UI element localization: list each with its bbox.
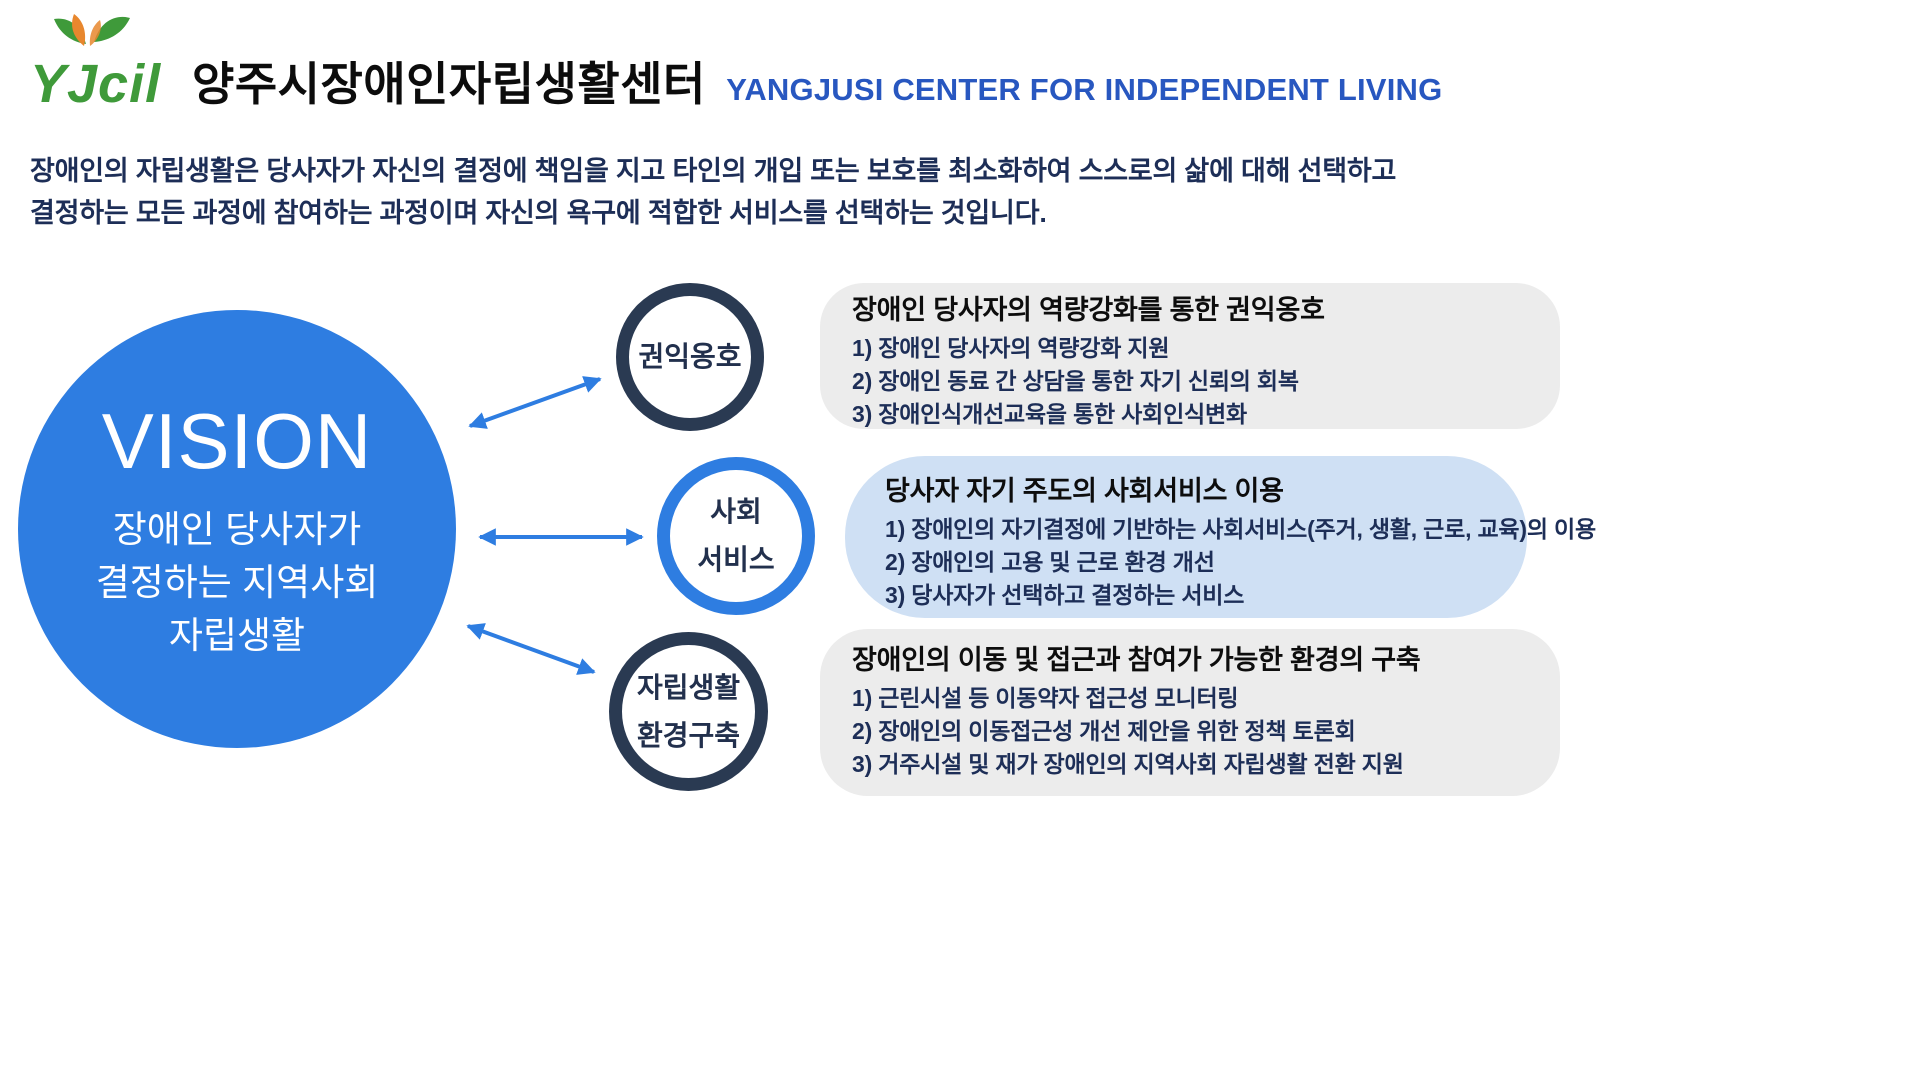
vision-line-2: 결정하는 지역사회: [95, 562, 379, 603]
goal-box-environment-title: 장애인의 이동 및 접근과 참여가 가능한 환경의 구축: [852, 645, 1421, 675]
goal-box-advocacy-item-2: 2) 장애인 동료 간 상담을 통한 자기 신뢰의 회복: [852, 368, 1299, 394]
vision-title: VISION: [101, 397, 373, 485]
goal-circle-advocacy: 권익옹호: [616, 283, 764, 431]
vision-line-3: 자립생활: [168, 615, 306, 656]
vision-line-1: 장애인 당사자가: [112, 509, 362, 550]
goal-box-environment-item-1: 1) 근린시설 등 이동약자 접근성 모니터링: [852, 685, 1239, 711]
goal-circle-social-service-label-1: 사회: [710, 496, 762, 527]
center-title-english: YANGJUSI CENTER FOR INDEPENDENT LIVING: [726, 72, 1443, 107]
goal-circle-environment-label-1: 자립생활: [636, 671, 741, 703]
goal-box-advocacy-item-1: 1) 장애인 당사자의 역량강화 지원: [852, 335, 1170, 361]
intro-line-1: 장애인의 자립생활은 당사자가 자신의 결정에 책임을 지고 타인의 개입 또는…: [30, 156, 1397, 186]
logo-text: YJcil: [30, 54, 161, 114]
double-arrow-environment: [466, 623, 596, 675]
goal-box-social-service-item-2: 2) 장애인의 고용 및 근로 환경 개선: [885, 549, 1215, 575]
goal-box-environment: 장애인의 이동 및 접근과 참여가 가능한 환경의 구축 1) 근린시설 등 이…: [820, 629, 1560, 796]
yjcil-logo-graphic: YJcil: [30, 14, 161, 114]
goal-box-advocacy-item-3: 3) 장애인식개선교육을 통한 사회인식변화: [852, 401, 1247, 427]
yjcil-logo: YJcil: [26, 8, 191, 118]
intro-paragraph: 장애인의 자립생활은 당사자가 자신의 결정에 책임을 지고 타인의 개입 또는…: [30, 150, 1396, 234]
goal-circle-social-service-label-2: 서비스: [697, 544, 775, 575]
vision-circle: VISION 장애인 당사자가 결정하는 지역사회 자립생활: [18, 310, 456, 748]
goal-box-social-service: 당사자 자기 주도의 사회서비스 이용 1) 장애인의 자기결정에 기반하는 사…: [845, 456, 1596, 618]
logo-sprout-icon: [54, 14, 130, 46]
goal-box-social-service-item-1: 1) 장애인의 자기결정에 기반하는 사회서비스(주거, 생활, 근로, 교육)…: [885, 516, 1596, 542]
goal-circle-environment-label-2: 환경구축: [636, 719, 741, 751]
goal-box-social-service-item-3: 3) 당사자가 선택하고 결정하는 서비스: [885, 582, 1245, 608]
goal-circle-environment: 자립생활 환경구축: [609, 632, 768, 791]
double-arrow-advocacy: [468, 376, 602, 429]
goal-box-environment-item-2: 2) 장애인의 이동접근성 개선 제안을 위한 정책 토론회: [852, 718, 1356, 744]
intro-line-2: 결정하는 모든 과정에 참여하는 과정이며 자신의 욕구에 적합한 서비스를 선…: [30, 198, 1047, 228]
header-titles: 양주시장애인자립생활센터 YANGJUSI CENTER FOR INDEPEN…: [192, 48, 1442, 114]
goal-box-social-service-title: 당사자 자기 주도의 사회서비스 이용: [885, 476, 1284, 506]
goal-circle-social-service: 사회 서비스: [657, 457, 815, 615]
goal-box-advocacy-title: 장애인 당사자의 역량강화를 통한 권익옹호: [852, 295, 1325, 325]
center-title-korean: 양주시장애인자립생활센터: [192, 58, 706, 110]
goal-box-environment-item-3: 3) 거주시설 및 재가 장애인의 지역사회 자립생활 전환 지원: [852, 751, 1404, 777]
goal-circle-advocacy-label: 권익옹호: [638, 341, 742, 372]
goal-box-advocacy: 장애인 당사자의 역량강화를 통한 권익옹호 1) 장애인 당사자의 역량강화 …: [820, 283, 1560, 429]
